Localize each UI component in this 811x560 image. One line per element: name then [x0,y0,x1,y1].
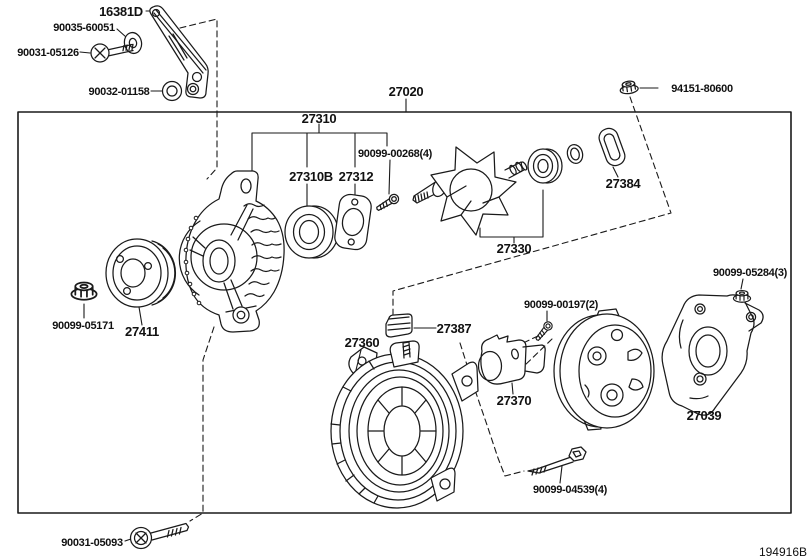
part-label-90031-05126[interactable]: 90031-05126 [17,47,79,59]
rear-bearing-drawing [527,148,563,184]
terminal-nut-drawing [618,79,640,96]
mounting-bolt-drawing [129,522,190,550]
part-label-90099-00268[interactable]: 90099-00268(4) [358,148,433,160]
part-label-90035-60051[interactable]: 90035-60051 [53,22,115,34]
front-bearing-drawing [284,205,339,259]
bracket-collar-lower-drawing [161,80,183,102]
end-cover-drawing [661,294,764,416]
brush-holder-screw-drawing [533,319,555,344]
terminal-stud-drawing [402,341,411,359]
rectifier-drawing [553,308,655,431]
part-label-27312[interactable]: 27312 [339,169,374,184]
part-label-27039[interactable]: 27039 [687,408,722,423]
bracket-collar-upper-drawing [123,31,143,55]
dashed-line-bracket-to-frame [179,18,218,180]
dashed-line-frame-to-mount-bolt [189,326,215,522]
brush-holder-drawing [477,334,546,385]
part-label-27384[interactable]: 27384 [606,176,642,191]
bearing-cover-drawing [598,127,626,167]
part-label-90099-05171[interactable]: 90099-05171 [52,320,114,332]
terminal-insulator-drawing [385,313,413,338]
diagram-code: 194916B [759,545,807,559]
part-label-90099-05284[interactable]: 90099-05284(3) [713,267,788,279]
part-label-27360[interactable]: 27360 [345,335,380,350]
retainer-screw-drawing [374,192,401,214]
part-label-90099-00197[interactable]: 90099-00197(2) [524,299,599,311]
stator-drawing [330,340,479,509]
through-bolt-drawing [527,446,587,476]
part-label-27310[interactable]: 27310 [302,111,337,126]
part-label-90099-04539[interactable]: 90099-04539(4) [533,484,608,496]
part-label-90031-05093[interactable]: 90031-05093 [61,537,123,549]
dashed-line-nut-to-terminal [392,96,672,332]
rotor-drawing [412,146,528,236]
part-label-94151-80600[interactable]: 94151-80600 [671,83,733,95]
part-label-90032-01158[interactable]: 90032-01158 [89,86,150,98]
pulley-drawing [105,238,176,308]
part-label-27411[interactable]: 27411 [125,324,159,339]
bracket-drawing [149,5,209,99]
part-label-27020[interactable]: 27020 [389,84,424,99]
bearing-retainer-drawing [334,193,372,251]
bracket-bolt-drawing [90,43,134,63]
part-label-27387[interactable]: 27387 [437,321,472,336]
end-cover-nut-drawing [732,289,752,303]
bearing-ring-drawing [566,143,584,165]
part-label-27370[interactable]: 27370 [497,393,532,408]
dashed-line-screw-to-brush-holder-2 [520,338,553,370]
drive-end-frame-drawing [178,170,285,333]
pulley-nut-drawing [70,281,98,301]
part-label-27310b[interactable]: 27310B [289,169,333,184]
part-label-27330[interactable]: 27330 [497,241,532,256]
diagram-boundary-box [17,111,792,514]
part-label-16381d[interactable]: 16381D [99,4,143,19]
